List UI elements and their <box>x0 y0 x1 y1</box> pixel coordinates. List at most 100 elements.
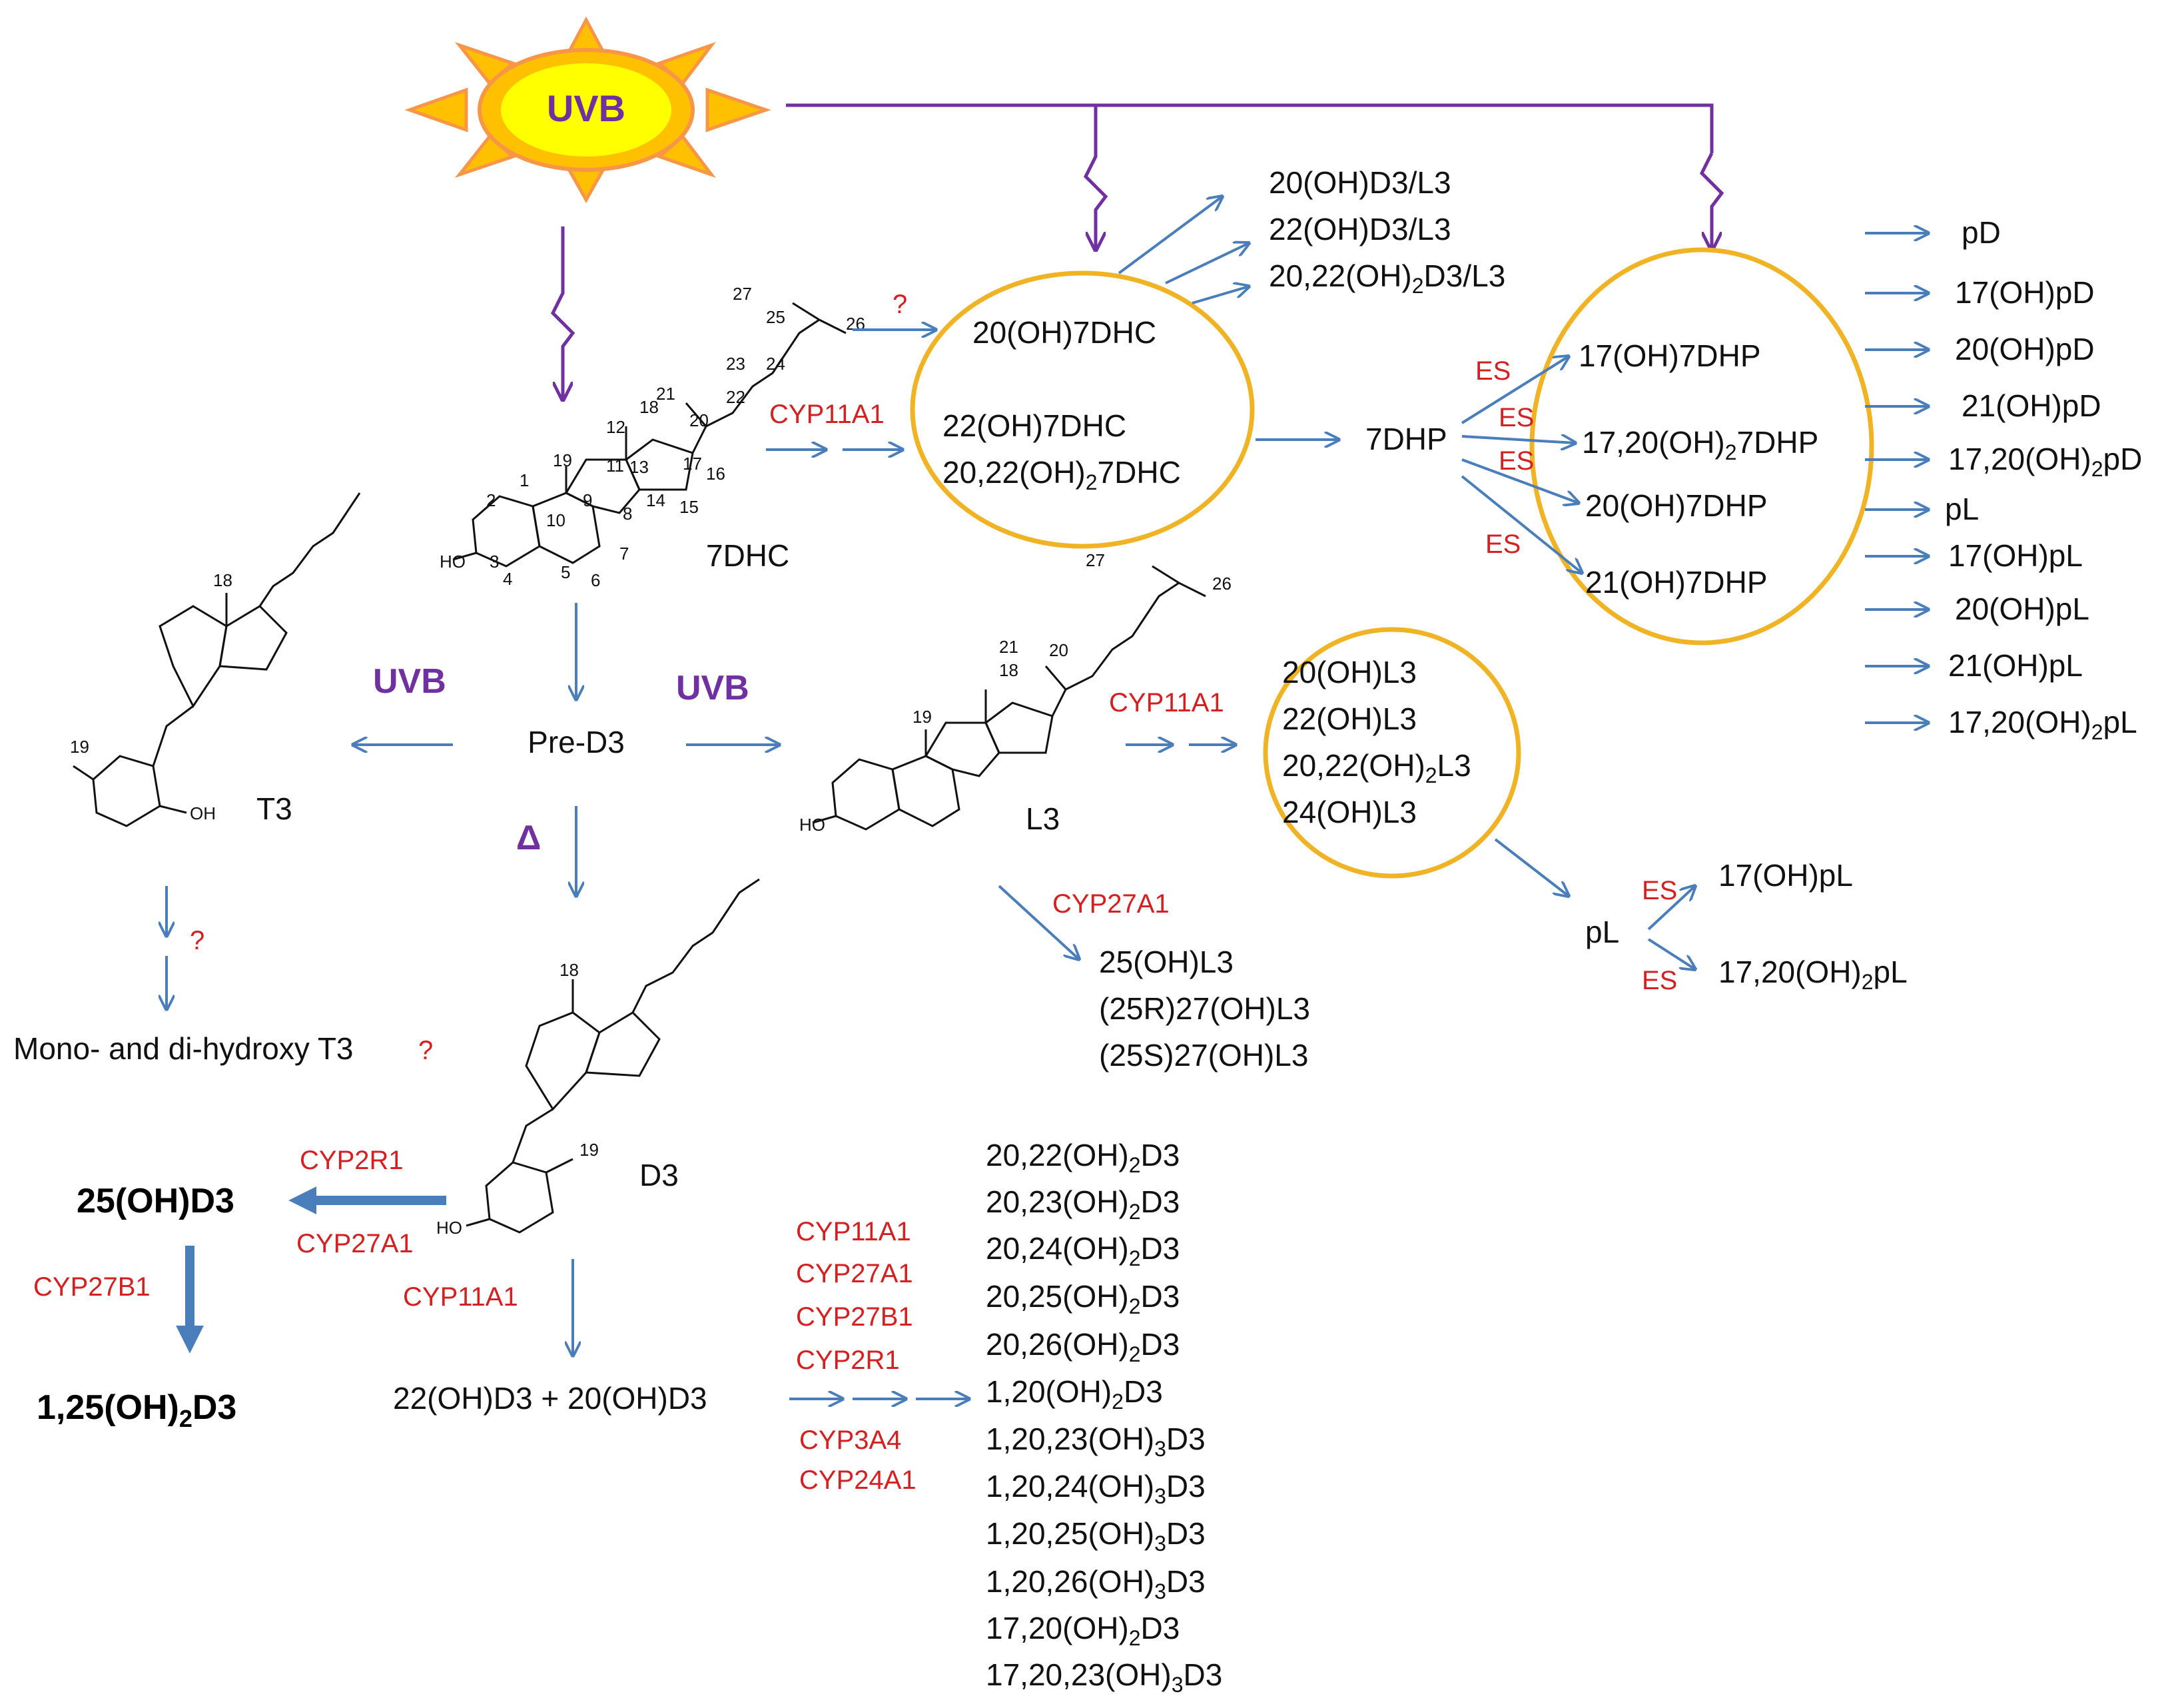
svg-text:24: 24 <box>766 354 785 374</box>
circle-7dhp-products <box>1529 247 1874 645</box>
cascade-enzyme-2: CYP27B1 <box>796 1302 913 1332</box>
cascade-enzyme-1: CYP27A1 <box>796 1259 913 1288</box>
es-1: ES <box>1475 356 1511 386</box>
d3-item-10: 17,20(OH)2D3 <box>986 1611 1180 1650</box>
label-uvb-right: UVB <box>676 669 749 707</box>
label-l3: L3 <box>1026 801 1060 836</box>
svg-text:19: 19 <box>553 450 572 470</box>
pl-product-0: 17(OH)pL <box>1718 858 1853 893</box>
svg-text:20: 20 <box>1049 640 1068 660</box>
svg-text:19: 19 <box>70 737 89 757</box>
svg-text:18: 18 <box>639 397 659 417</box>
circle1-item-1: 22(OH)7DHC <box>942 408 1126 443</box>
right-item-1: 17(OH)pD <box>1955 275 2095 310</box>
circle3-item-0: 20(OH)L3 <box>1282 655 1417 689</box>
circle2-item-1: 17,20(OH)27DHP <box>1582 425 1818 464</box>
label-25ohd3: 25(OH)D3 <box>77 1182 234 1220</box>
cascade2-enzyme-0: CYP3A4 <box>799 1426 901 1455</box>
svg-text:4: 4 <box>503 569 512 589</box>
svg-text:18: 18 <box>559 960 579 980</box>
mono-question-mark: ? <box>418 1036 433 1065</box>
d3l3-item-1: 22(OH)D3/L3 <box>1269 212 1451 246</box>
circle-7dhc-products <box>910 270 1255 549</box>
circle2-item-3: 21(OH)7DHP <box>1585 565 1768 600</box>
pl-product-1: 17,20(OH)2pL <box>1718 955 1908 994</box>
svg-text:18: 18 <box>213 570 232 590</box>
structure-t3: OH 19 18 <box>70 492 361 827</box>
svg-text:27: 27 <box>733 284 752 304</box>
svg-text:16: 16 <box>706 464 725 484</box>
svg-text:25: 25 <box>766 307 785 327</box>
d3-item-0: 20,22(OH)2D3 <box>986 1138 1180 1177</box>
mono-di-hydroxy-t3: Mono- and di-hydroxy T3 <box>13 1031 354 1066</box>
svg-text:8: 8 <box>623 504 632 524</box>
es-3: ES <box>1499 446 1534 476</box>
es-4: ES <box>1485 530 1521 559</box>
arrow-es-4 <box>1461 475 1582 573</box>
right-item-8: 21(OH)pL <box>1948 648 2083 683</box>
svg-text:5: 5 <box>561 562 570 582</box>
svg-text:19: 19 <box>912 707 932 727</box>
svg-text:1: 1 <box>520 470 529 490</box>
enzyme-cyp2r1: CYP2R1 <box>300 1146 404 1175</box>
label-7dhc: 7DHC <box>706 538 789 573</box>
d3-item-6: 1,20,23(OH)3D3 <box>986 1422 1206 1461</box>
sun-label: UVB <box>547 87 625 129</box>
circle3-item-2: 20,22(OH)2L3 <box>1282 748 1471 787</box>
label-pre-d3: Pre-D3 <box>528 725 625 759</box>
circle2-item-2: 20(OH)7DHP <box>1585 488 1768 523</box>
svg-text:3: 3 <box>490 552 499 572</box>
svg-text:2: 2 <box>486 490 496 510</box>
right-item-4: 17,20(OH)2pD <box>1948 442 2142 481</box>
d3l3-item-2: 20,22(OH)2D3/L3 <box>1269 258 1505 298</box>
arrow-d3l3-2 <box>1165 243 1249 284</box>
arrow-d3l3-1 <box>1118 197 1222 274</box>
d3-item-3: 20,25(OH)2D3 <box>986 1279 1180 1318</box>
d3-item-7: 1,20,24(OH)3D3 <box>986 1469 1206 1508</box>
arrow-l3-cyp27a1 <box>998 885 1079 959</box>
svg-text:23: 23 <box>726 354 745 374</box>
es-2: ES <box>1499 403 1534 432</box>
label-125ohd3: 1,25(OH)2D3 <box>37 1388 236 1432</box>
svg-text:20: 20 <box>689 410 709 430</box>
right-product-list <box>1865 233 1928 723</box>
right-item-5: pL <box>1945 492 1979 526</box>
d3-item-8: 1,20,25(OH)3D3 <box>986 1516 1206 1555</box>
svg-text:11: 11 <box>606 456 624 476</box>
d3-item-2: 20,24(OH)2D3 <box>986 1231 1180 1270</box>
d3-first-products: 22(OH)D3 + 20(OH)D3 <box>393 1381 707 1416</box>
arrow-es-2 <box>1461 436 1575 443</box>
right-item-0: pD <box>1962 215 2001 250</box>
label-t3: T3 <box>256 791 292 826</box>
right-item-6: 17(OH)pL <box>1948 538 2083 573</box>
arrow-pl-2 <box>1647 938 1695 969</box>
svg-text:27: 27 <box>1086 550 1105 570</box>
arrow-pl-1 <box>1647 886 1695 931</box>
circle1-item-0: 20(OH)7DHC <box>972 315 1156 350</box>
cyp27a1-product-1: (25R)27(OH)L3 <box>1099 991 1310 1026</box>
uvb-sun-icon: UVB <box>404 16 771 204</box>
right-item-2: 20(OH)pD <box>1955 332 2095 366</box>
arrow-es-1 <box>1461 356 1569 424</box>
cyp27a1-product-0: 25(OH)L3 <box>1099 945 1234 979</box>
t3-question-mark: ? <box>190 926 204 955</box>
svg-text:HO: HO <box>799 815 825 835</box>
label-delta: Δ <box>516 819 541 857</box>
right-item-9: 17,20(OH)2pL <box>1948 705 2137 744</box>
label-d3: D3 <box>639 1158 679 1192</box>
svg-text:10: 10 <box>546 510 565 530</box>
circle3-item-1: 22(OH)L3 <box>1282 701 1417 736</box>
circle3-item-3: 24(OH)L3 <box>1282 795 1417 829</box>
d3-item-4: 20,26(OH)2D3 <box>986 1327 1180 1366</box>
d3-item-5: 1,20(OH)2D3 <box>986 1374 1163 1414</box>
d3l3-item-0: 20(OH)D3/L3 <box>1269 165 1451 200</box>
es-pl-1: ES <box>1642 876 1677 905</box>
uvb-radiation-lines <box>550 103 1724 400</box>
svg-text:22: 22 <box>726 387 745 407</box>
svg-text:9: 9 <box>583 490 592 510</box>
right-item-7: 20(OH)pL <box>1955 592 2089 626</box>
enzyme-cyp11a1-l3: CYP11A1 <box>1109 688 1224 717</box>
enzyme-cyp11a1-7dhc: CYP11A1 <box>769 400 885 429</box>
